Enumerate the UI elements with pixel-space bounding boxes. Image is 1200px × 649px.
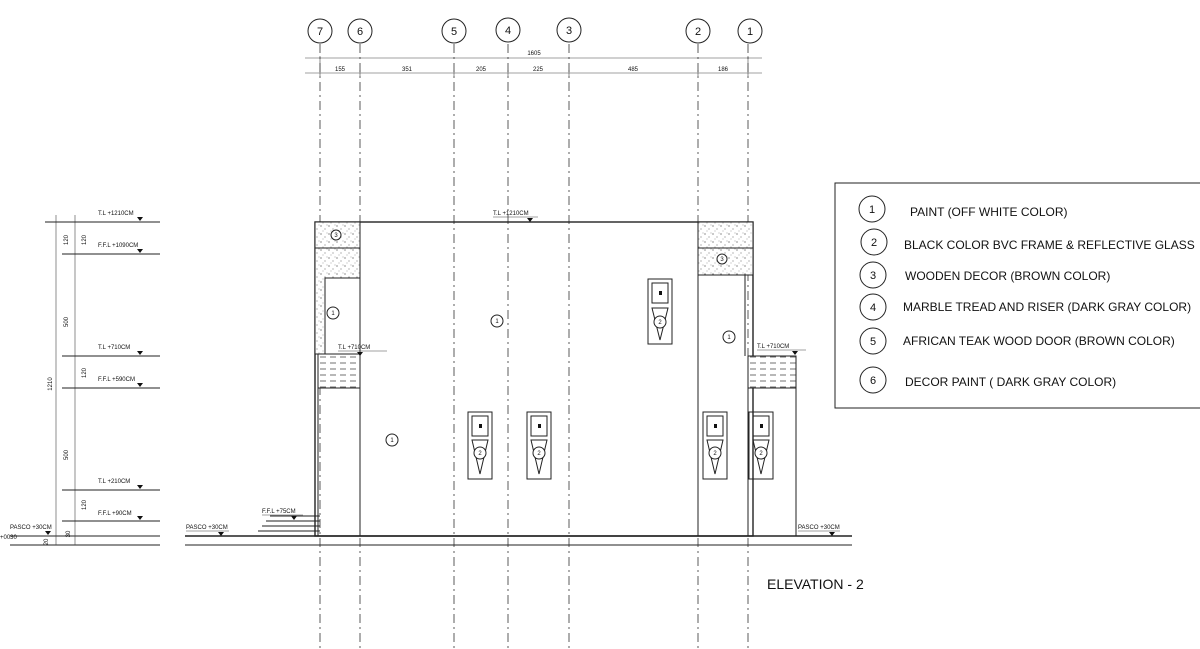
legend-num-4: 4 bbox=[870, 302, 876, 314]
entry-steps bbox=[255, 515, 320, 537]
legend-text-6: DECOR PAINT ( DARK GRAY COLOR) bbox=[905, 375, 1116, 389]
right-stone-band-top bbox=[697, 221, 754, 249]
legend-num-5: 5 bbox=[870, 336, 876, 348]
tag-2-lower-3: 2 bbox=[713, 451, 717, 457]
level-roof: T.L +1210CM bbox=[493, 211, 529, 217]
level-ground: +0030 bbox=[0, 535, 18, 541]
tag-1-main-lower: 1 bbox=[390, 438, 394, 444]
legend-text-5: AFRICAN TEAK WOOD DOOR (BROWN COLOR) bbox=[903, 334, 1175, 348]
tag-2-lower-4: 2 bbox=[759, 451, 763, 457]
grid-label-6: 6 bbox=[357, 26, 363, 38]
level-tl-710: T.L +710CM bbox=[98, 345, 130, 351]
legend-bubble-6 bbox=[859, 366, 887, 394]
grid-bubble-2 bbox=[685, 18, 711, 44]
legend-text-1: PAINT (OFF WHITE COLOR) bbox=[910, 205, 1068, 219]
dimension-225: 225 bbox=[533, 67, 544, 73]
vdim-total: 1210 bbox=[48, 377, 54, 391]
level-step: F.F.L +75CM bbox=[262, 509, 296, 515]
vdim-120-d: 120 bbox=[82, 499, 88, 510]
dimension-155: 155 bbox=[335, 67, 346, 73]
tag-2-lower-2: 2 bbox=[537, 451, 541, 457]
building bbox=[10, 221, 852, 546]
legend-box bbox=[834, 182, 1200, 409]
legend-bubble-3 bbox=[859, 261, 887, 289]
window-lower-1 bbox=[467, 411, 493, 480]
grid-axes bbox=[319, 44, 749, 649]
grid-bubble-3 bbox=[556, 17, 582, 43]
window-upper-right bbox=[647, 278, 673, 345]
vdim-120-a: 120 bbox=[64, 234, 70, 245]
legend-bubble-5 bbox=[859, 327, 887, 355]
legend-num-3: 3 bbox=[870, 270, 876, 282]
level-tl-210: T.L +210CM bbox=[98, 479, 130, 485]
grid-label-5: 5 bbox=[451, 26, 457, 38]
windows bbox=[467, 278, 774, 480]
legend-num-2: 2 bbox=[871, 237, 877, 249]
level-right-low: T.L +710CM bbox=[757, 344, 789, 350]
tag-1-left-recess: 1 bbox=[331, 311, 335, 317]
right-hatched-band bbox=[747, 355, 797, 389]
vdim-120-b: 120 bbox=[82, 234, 88, 245]
grid-bubble-5 bbox=[441, 18, 467, 44]
grid-label-4: 4 bbox=[505, 25, 511, 37]
grid-label-3: 3 bbox=[566, 25, 572, 37]
level-ffl-90: F.F.L +90CM bbox=[98, 511, 132, 517]
grid-bubble-4 bbox=[495, 17, 521, 43]
main-wall bbox=[314, 221, 754, 537]
legend-text-3: WOODEN DECOR (BROWN COLOR) bbox=[905, 269, 1110, 283]
dimension-205: 205 bbox=[476, 67, 487, 73]
drawing-title: ELEVATION - 2 bbox=[767, 576, 864, 592]
building-levels: T.L +1210CM T.L +710CM T.L +710CM F.F.L … bbox=[186, 211, 840, 536]
legend-bubble-4 bbox=[859, 293, 887, 321]
dimension-chain: 1605 155 351 205 225 485 186 bbox=[305, 51, 762, 76]
grid-label-7: 7 bbox=[317, 26, 323, 38]
dimension-186: 186 bbox=[718, 67, 729, 73]
left-level-strip: T.L +1210CM F.F.L +1090CM T.L +710CM F.F… bbox=[0, 211, 160, 545]
legend-num-6: 6 bbox=[870, 375, 876, 387]
level-pasco-30: PASCO +30CM bbox=[10, 525, 52, 531]
level-pasco-left: PASCO +30CM bbox=[186, 525, 228, 531]
level-left-low: T.L +710CM bbox=[338, 345, 370, 351]
vdim-30: 30 bbox=[66, 530, 72, 537]
tag-3-right: 3 bbox=[720, 257, 724, 263]
left-hatched-band bbox=[317, 353, 361, 389]
legend-bubble-1 bbox=[858, 195, 886, 223]
grid-label-1: 1 bbox=[747, 26, 753, 38]
tag-1-right: 1 bbox=[727, 335, 731, 341]
tag-3-left: 3 bbox=[334, 233, 338, 239]
legend-num-1: 1 bbox=[869, 204, 875, 216]
legend-bubble-2 bbox=[860, 228, 888, 256]
legend-text-2: BLACK COLOR BVC FRAME & REFLECTIVE GLASS bbox=[904, 238, 1195, 252]
level-ffl-1090: F.F.L +1090CM bbox=[98, 243, 138, 249]
vdim-20: 20 bbox=[44, 538, 50, 545]
window-lower-2 bbox=[526, 411, 552, 480]
grid-bubbles: 7 6 5 4 3 2 1 bbox=[307, 17, 763, 44]
vdim-120-c: 120 bbox=[82, 367, 88, 378]
overall-dimension: 1605 bbox=[527, 51, 541, 57]
material-tags: 3 1 1 1 1 3 2 2 2 2 2 bbox=[326, 229, 768, 460]
tag-2-upper: 2 bbox=[658, 320, 662, 326]
grid-label-2: 2 bbox=[695, 26, 701, 38]
tag-1-main-upper: 1 bbox=[495, 319, 499, 325]
vdim-500-a: 500 bbox=[64, 316, 70, 327]
legend-text-4: MARBLE TREAD AND RISER (DARK GRAY COLOR) bbox=[903, 300, 1191, 314]
right-low-wall bbox=[747, 387, 797, 537]
vdim-500-b: 500 bbox=[64, 449, 70, 460]
tag-2-lower-1: 2 bbox=[478, 451, 482, 457]
dimension-485: 485 bbox=[628, 67, 639, 73]
grid-bubble-6 bbox=[347, 18, 373, 44]
level-pasco-right: PASCO +30CM bbox=[798, 525, 840, 531]
grid-bubble-7 bbox=[307, 18, 333, 44]
grid-bubble-1 bbox=[737, 18, 763, 44]
level-ffl-590: F.F.L +590CM bbox=[98, 377, 135, 383]
dimension-351: 351 bbox=[402, 67, 413, 73]
window-lower-3 bbox=[702, 411, 728, 480]
legend: 1 PAINT (OFF WHITE COLOR) 2 BLACK COLOR … bbox=[834, 182, 1200, 409]
level-tl-1210: T.L +1210CM bbox=[98, 211, 134, 217]
